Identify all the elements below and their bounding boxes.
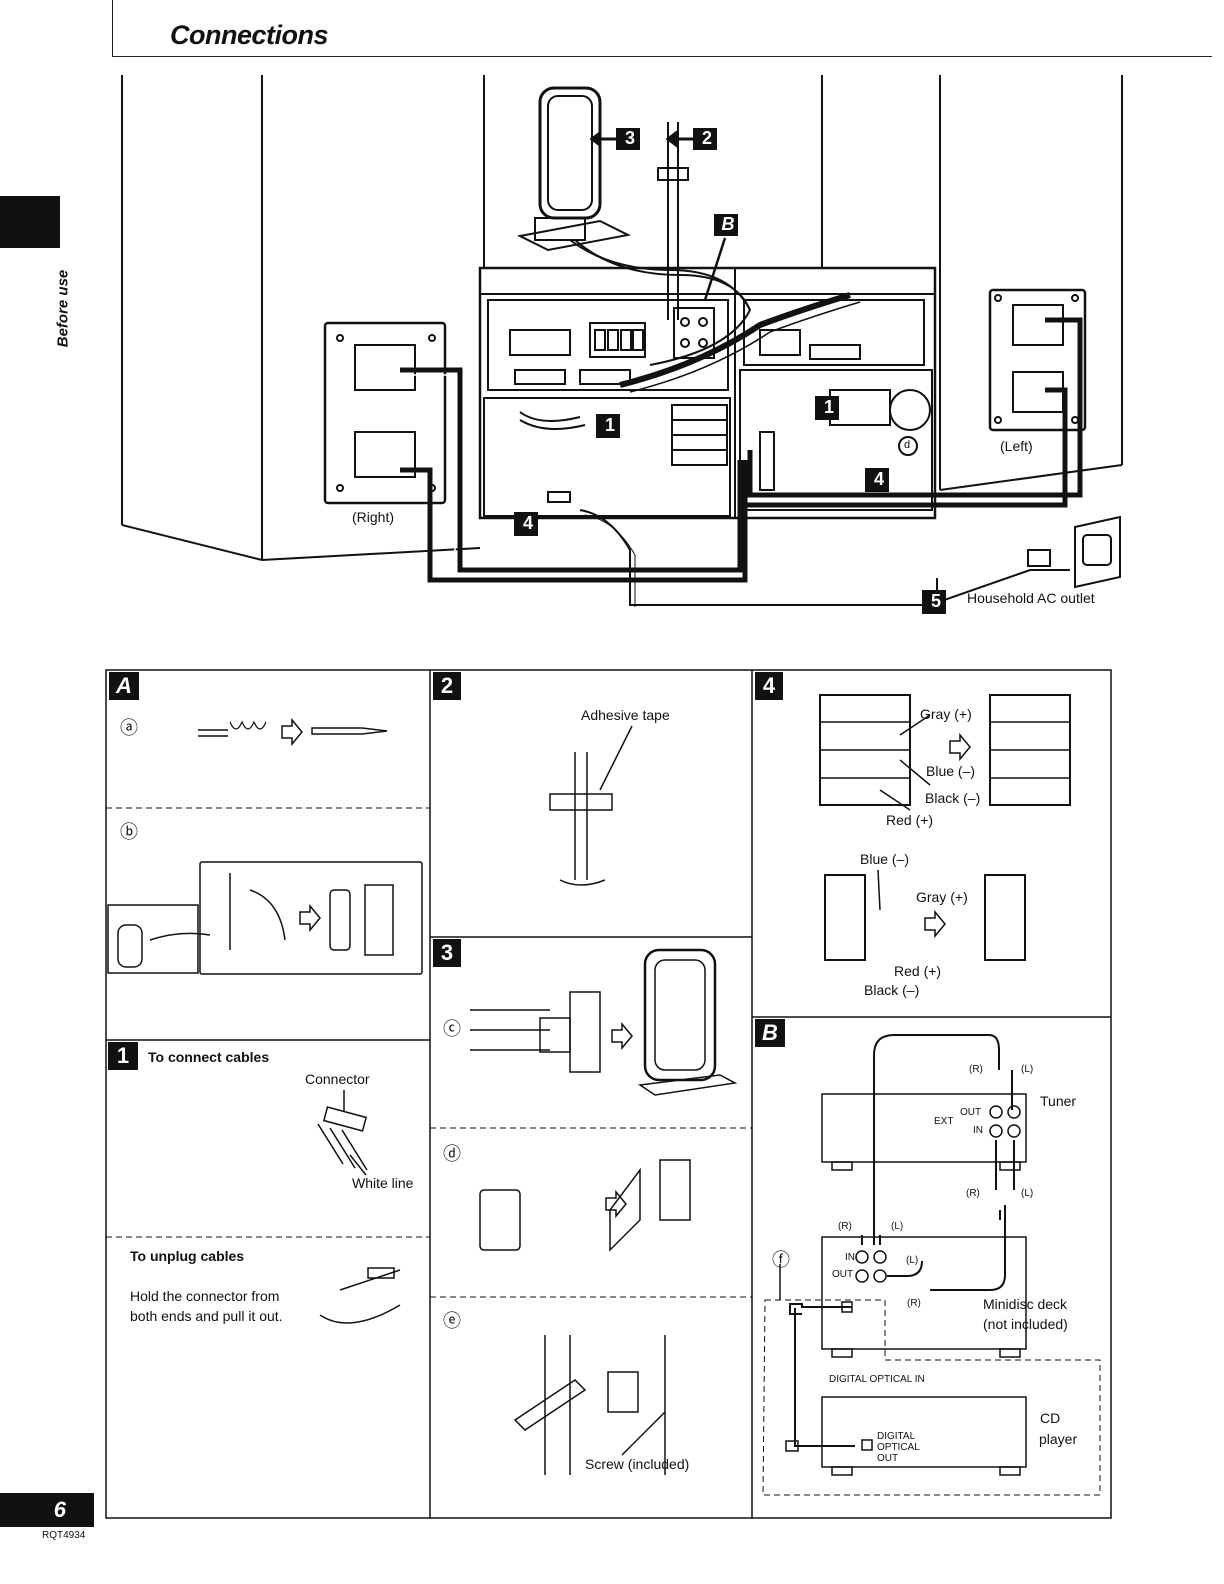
page-number: 6 [0,1493,94,1527]
main-step-2: 2 [701,128,712,148]
main-step-1-right: 1 [823,397,834,417]
panel-3-tag: 3 [440,940,454,965]
screw-label: Screw (included) [585,1456,690,1472]
main-step-5: 5 [930,591,941,611]
minidisc-label-2: (not included) [983,1316,1068,1332]
red-plus-top: Red (+) [886,812,934,828]
cd-label-2: player [1039,1431,1078,1447]
main-step-4-right: 4 [873,469,884,489]
cd-optical: OPTICAL [877,1442,920,1453]
tuner-in: IN [973,1125,983,1136]
panel-a-sub-b: ⓑ [120,822,138,842]
blue-minus-top: Blue (–) [926,763,976,779]
cd-out: OUT [877,1453,899,1464]
unplug-text-1: Hold the connector from [130,1288,280,1304]
md-in: IN [845,1252,855,1263]
md-out: OUT [832,1269,854,1280]
tuner-top-l: (L) [1021,1064,1034,1075]
red-plus-bottom: Red (+) [894,963,942,979]
panel-b-sub-f: ⓕ [772,1250,790,1270]
panel-1-tag: 1 [116,1043,130,1068]
adhesive-tape-label: Adhesive tape [581,707,670,723]
tuner-ext: EXT [934,1116,954,1127]
header-left-rule [112,0,113,57]
page-title: Connections [170,20,329,50]
digital-optical-in-label: DIGITAL OPTICAL IN [829,1374,925,1385]
outlet-label: Household AC outlet [967,590,1095,606]
panel-b-tag: B [762,1020,778,1045]
black-minus-bottom: Black (–) [864,982,920,998]
connector-label: Connector [305,1071,370,1087]
black-minus-top: Black (–) [925,790,981,806]
panel-3-sub-c: ⓒ [443,1019,461,1039]
md-top-l: (L) [891,1221,904,1232]
panel-a-tag: A [116,673,132,698]
panel-3-sub-e: ⓔ [443,1311,461,1331]
main-step-1-left: 1 [604,415,615,435]
unplug-heading: To unplug cables [130,1248,245,1264]
md-side-l: (L) [906,1255,919,1266]
blue-minus-bottom: Blue (–) [860,851,910,867]
main-step-4-left: 4 [522,513,533,533]
callout-d: d [904,439,911,451]
left-speaker-label: (Left) [1000,438,1033,454]
main-tag-b: B [721,214,735,234]
gray-plus-top: Gray (+) [920,706,972,722]
right-speaker-label: (Right) [352,509,395,525]
tuner-top-r: (R) [969,1064,983,1075]
white-line-label: White line [352,1175,414,1191]
md-side-r: (R) [907,1298,921,1309]
panel-1-heading: To connect cables [148,1049,270,1065]
main-connection-diagram [121,75,1123,614]
cd-label-1: CD [1040,1410,1061,1426]
gray-plus-bottom: Gray (+) [916,889,968,905]
tuner-bottom-l: (L) [1021,1188,1034,1199]
tuner-label: Tuner [1040,1093,1077,1109]
panel-4-tag: 4 [762,673,776,698]
panel-3-sub-d: ⓓ [443,1144,461,1164]
panel-2-tag: 2 [440,673,454,698]
header-rule [112,56,1212,57]
tuner-out: OUT [960,1107,982,1118]
minidisc-label-1: Minidisc deck [983,1296,1068,1312]
unplug-text-2: both ends and pull it out. [130,1308,283,1324]
md-top-r: (R) [838,1221,852,1232]
document-code: RQT4934 [42,1530,86,1541]
section-tab [0,196,60,248]
cd-digital: DIGITAL [877,1431,916,1442]
main-step-3: 3 [624,128,635,148]
tuner-bottom-r: (R) [966,1188,980,1199]
panel-a-sub-a: ⓐ [120,718,138,738]
